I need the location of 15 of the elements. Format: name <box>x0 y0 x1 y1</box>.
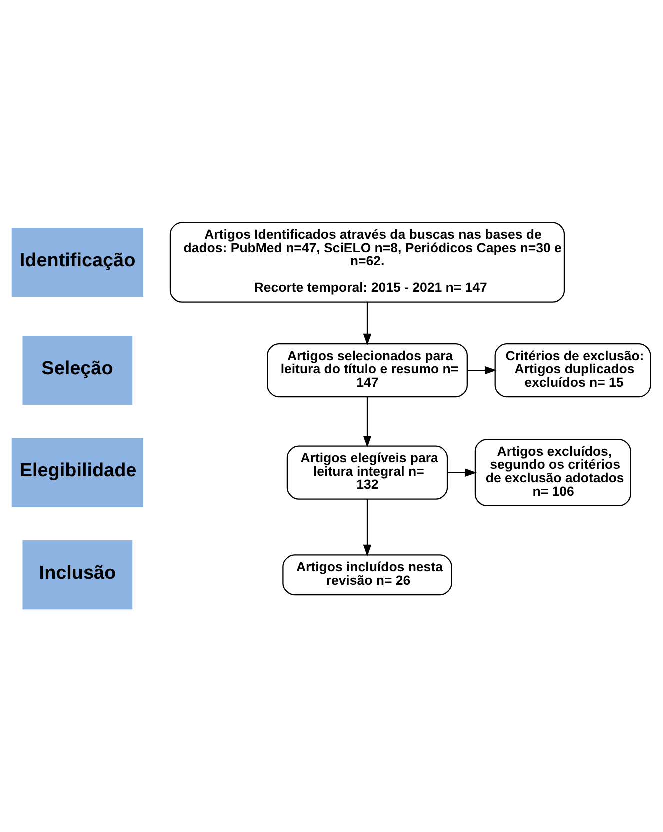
arrow <box>467 366 497 375</box>
arrow <box>363 397 372 448</box>
node-box: Identificação <box>12 228 144 298</box>
arrow <box>448 468 477 477</box>
node-box: Artigos excluídos, segundo os critérios de exclusão adotados n= 106 <box>474 439 632 507</box>
node-box: Inclusão <box>22 540 133 610</box>
node-box: Artigos elegíveis para leitura integral n= 132 <box>286 446 448 500</box>
node-box: Elegibilidade <box>12 438 144 508</box>
arrow <box>363 302 372 346</box>
node-box: Artigos incluídos nesta revisão n= 26 <box>282 554 452 596</box>
node-box: Artigos Identificados através da buscas nas bases de dados: PubMed n=47, SciELO n=8, Periódicos Capes n=30 e n=62. Recorte temporal: 2015 - 2021 n= 147 <box>170 222 566 303</box>
node-box: Artigos selecionados para leitura do título e resumo n= 147 <box>267 343 468 398</box>
node-box: Critérios de exclusão: Artigos duplicados excluídos n= 15 <box>494 343 652 398</box>
arrow <box>363 499 372 557</box>
node-box: Seleção <box>22 336 133 406</box>
